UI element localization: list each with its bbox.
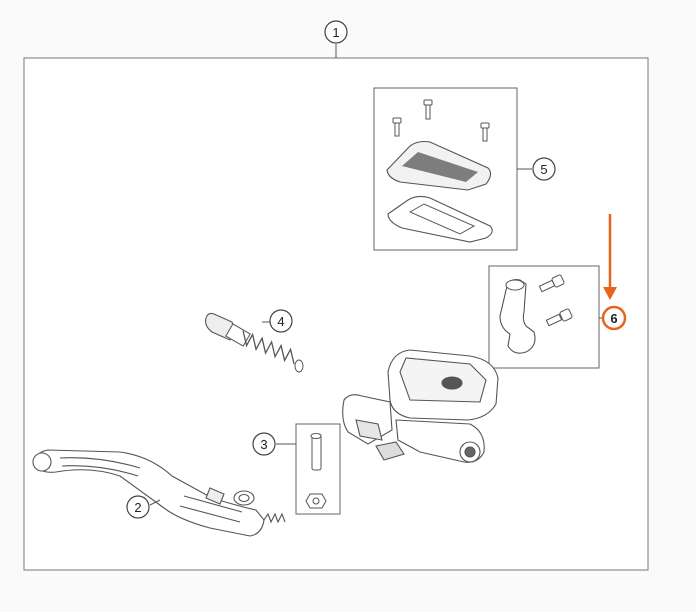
part-2-brake-lever <box>32 449 286 537</box>
callout-2: 2 <box>126 495 161 519</box>
callout-1-label: 1 <box>332 25 339 40</box>
cover-screw <box>423 99 433 120</box>
callout-4: 4 <box>269 309 293 333</box>
clamp-bolt <box>545 308 573 327</box>
callout-1: 1 <box>324 20 348 44</box>
cover-screw <box>480 122 490 142</box>
part-3-pivot-pin <box>276 423 341 515</box>
clamp-bolt <box>538 274 565 293</box>
handlebar-clamp <box>499 279 536 354</box>
master-cylinder-body <box>342 349 499 463</box>
callout-6: 6 <box>601 305 627 331</box>
callout-3-label: 3 <box>260 437 267 452</box>
callout-2-label: 2 <box>134 500 141 515</box>
callout-5-label: 5 <box>540 162 547 177</box>
callout-5: 5 <box>532 157 556 181</box>
part-4-piston-spring <box>205 312 304 373</box>
part-5-reservoir-cover-group <box>373 87 532 251</box>
callout-3: 3 <box>252 432 276 456</box>
callout-4-label: 4 <box>277 314 284 329</box>
highlight-arrow <box>603 214 617 300</box>
part-6-clamp-group <box>488 265 604 369</box>
callout-6-label: 6 <box>610 311 617 326</box>
cover-screw <box>392 117 402 137</box>
